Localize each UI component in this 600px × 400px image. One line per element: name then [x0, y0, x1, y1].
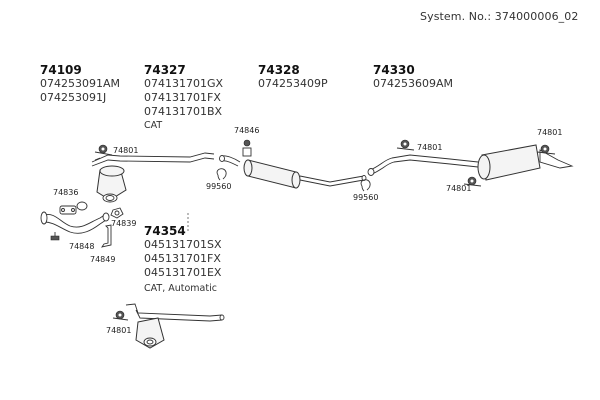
- rear-silencer[interactable]: [367, 144, 574, 181]
- part-group-74109: 74109 074253091AM 074253091J: [40, 63, 120, 105]
- callout-99560-1[interactable]: 99560: [206, 182, 232, 191]
- callout-74839[interactable]: 74839: [111, 219, 137, 228]
- callout-74801-alt[interactable]: 74801: [106, 326, 132, 335]
- catalytic-converter-alt[interactable]: [125, 303, 225, 349]
- callout-74848[interactable]: 74848: [69, 242, 95, 251]
- clamp-99560-2[interactable]: [360, 179, 371, 192]
- part-number[interactable]: 045131701SX: [144, 238, 222, 251]
- group-number: 74330: [373, 63, 415, 77]
- part-group-74330: 74330 074253609AM: [373, 63, 453, 91]
- center-silencer[interactable]: [219, 155, 367, 189]
- hanger-74801-mid[interactable]: [396, 139, 415, 151]
- part-note: CAT, Automatic: [144, 283, 217, 294]
- part-number[interactable]: 074131701BX: [144, 105, 223, 118]
- part-group-74327: 74327 074131701GX 074131701FX 074131701B…: [144, 63, 223, 133]
- callout-74801-rear-top[interactable]: 74801: [537, 128, 563, 137]
- part-number[interactable]: 045131701FX: [144, 252, 221, 265]
- part-group-74354: 74354 045131701SX 045131701FX 045131701E…: [144, 224, 222, 296]
- system-number: System. No.: 374000006_02: [420, 10, 579, 23]
- part-number[interactable]: 074253091J: [40, 91, 107, 104]
- group-number: 74327: [144, 63, 186, 77]
- hanger-74801-front[interactable]: [94, 144, 113, 156]
- catalytic-converter-assembly[interactable]: [91, 152, 215, 203]
- callout-74849[interactable]: 74849: [90, 255, 116, 264]
- part-number[interactable]: 074131701GX: [144, 77, 224, 90]
- group-number: 74328: [258, 63, 300, 77]
- rubber-mount-74848[interactable]: [50, 232, 60, 241]
- part-number[interactable]: 074131701FX: [144, 91, 221, 104]
- part-note: CAT: [144, 120, 163, 131]
- front-downpipe[interactable]: [40, 211, 110, 234]
- part-group-74328: 74328 074253409P: [258, 63, 328, 91]
- callout-74801-mid[interactable]: 74801: [417, 143, 443, 152]
- clamp-99560-1[interactable]: [216, 168, 227, 181]
- part-number[interactable]: 045131701EX: [144, 266, 222, 279]
- callout-74846[interactable]: 74846: [234, 126, 260, 135]
- group-number: 74109: [40, 63, 82, 77]
- hanger-74801-rear-top[interactable]: [536, 144, 556, 155]
- gasket-74839[interactable]: [110, 207, 124, 219]
- hanger-74801-alt[interactable]: [112, 310, 129, 321]
- group-number: 74354: [144, 224, 186, 238]
- hanger-74801-rear-bottom[interactable]: [463, 176, 482, 187]
- bracket-74849[interactable]: [101, 224, 112, 248]
- gasket-74836[interactable]: [59, 201, 88, 215]
- callout-74836[interactable]: 74836: [53, 188, 79, 197]
- part-number[interactable]: 074253091AM: [40, 77, 121, 90]
- callout-74801-rear-bottom[interactable]: 74801: [446, 184, 472, 193]
- part-number[interactable]: 074253409P: [258, 77, 328, 90]
- callout-99560-2[interactable]: 99560: [353, 193, 379, 202]
- mount-74846[interactable]: [242, 139, 252, 157]
- callout-74801-front[interactable]: 74801: [113, 146, 139, 155]
- part-number[interactable]: 074253609AM: [373, 77, 454, 90]
